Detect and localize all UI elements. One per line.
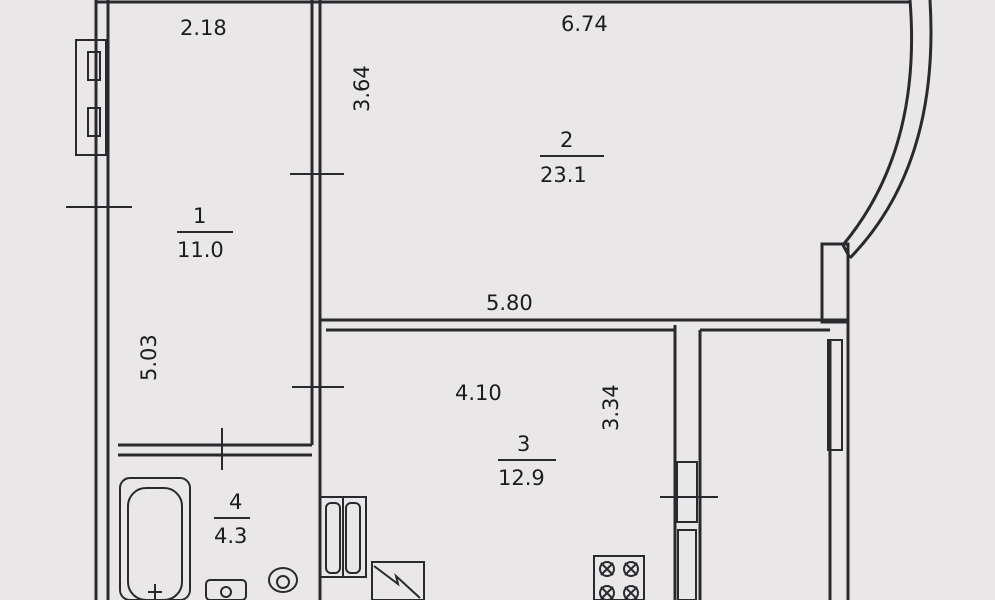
room-label-2: 2 23.1: [540, 128, 604, 187]
toilet: [268, 567, 298, 593]
room-label-4: 4 4.3: [214, 490, 250, 548]
room-number: 4: [229, 490, 242, 514]
dim-bedroom-depth: 5.03: [137, 334, 161, 381]
room-number: 1: [193, 204, 206, 228]
dim-living-depth: 3.64: [350, 65, 374, 112]
room-area: 11.0: [177, 238, 224, 262]
bay-window-wall: [841, 0, 933, 260]
burner: [599, 561, 615, 577]
left-exterior-wall: [66, 0, 132, 600]
bathtub: [119, 477, 191, 600]
kitchen-cabinets: [319, 496, 367, 578]
right-pier: [820, 242, 850, 600]
partition-2-3: [320, 318, 848, 332]
room-area: 23.1: [540, 163, 587, 187]
kitchen-right-wall: [660, 325, 718, 600]
room-number: 3: [517, 432, 530, 456]
partition-1-2: [290, 0, 344, 498]
sink: [205, 579, 247, 600]
kitchen-appliance: [371, 561, 425, 600]
dim-top-right-width: 6.74: [561, 12, 608, 36]
room-area: 12.9: [498, 466, 545, 490]
partition-1-4: [118, 428, 312, 470]
room-label-1: 1 11.0: [177, 204, 233, 262]
room-number: 2: [560, 128, 573, 152]
burner: [623, 561, 639, 577]
dim-kitchen-depth: 3.34: [599, 384, 623, 431]
burner: [623, 585, 639, 600]
room-area: 4.3: [214, 524, 247, 548]
dim-top-left-width: 2.18: [180, 16, 227, 40]
dim-kitchen-width: 4.10: [455, 381, 502, 405]
burner: [599, 585, 615, 600]
dim-partition-length: 5.80: [486, 291, 533, 315]
stove: [593, 555, 645, 600]
room-label-3: 3 12.9: [498, 432, 556, 490]
